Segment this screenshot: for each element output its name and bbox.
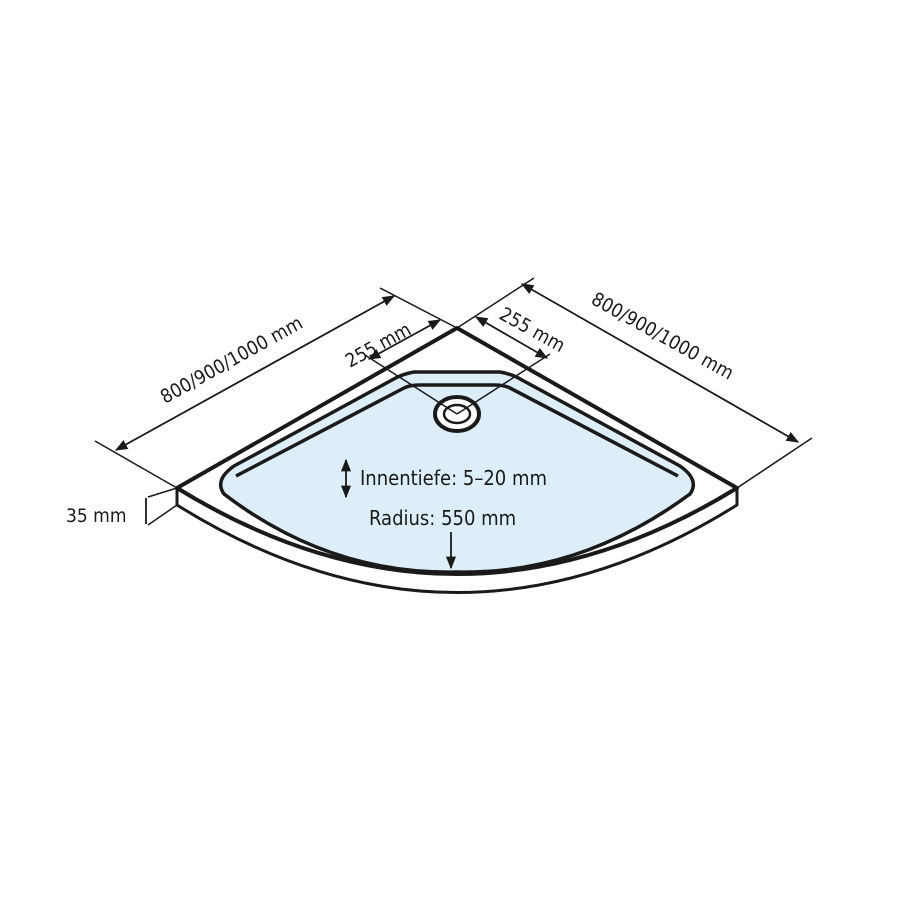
dim-drain-left	[367, 319, 442, 360]
dim-drain-right	[474, 316, 549, 359]
basin-inner-edge	[235, 383, 679, 478]
dimension-lines	[114, 283, 800, 570]
label-width-right: 800/900/1000 mm	[588, 288, 738, 384]
dim-width-right	[520, 283, 800, 443]
dim-width-left	[114, 295, 396, 451]
label-height: 35 mm	[66, 505, 126, 527]
label-radius: Radius: 550 mm	[369, 506, 516, 530]
label-inner-depth: Innentiefe: 5–20 mm	[360, 466, 547, 490]
tray-body	[175, 326, 739, 594]
label-width-left: 800/900/1000 mm	[157, 312, 307, 408]
